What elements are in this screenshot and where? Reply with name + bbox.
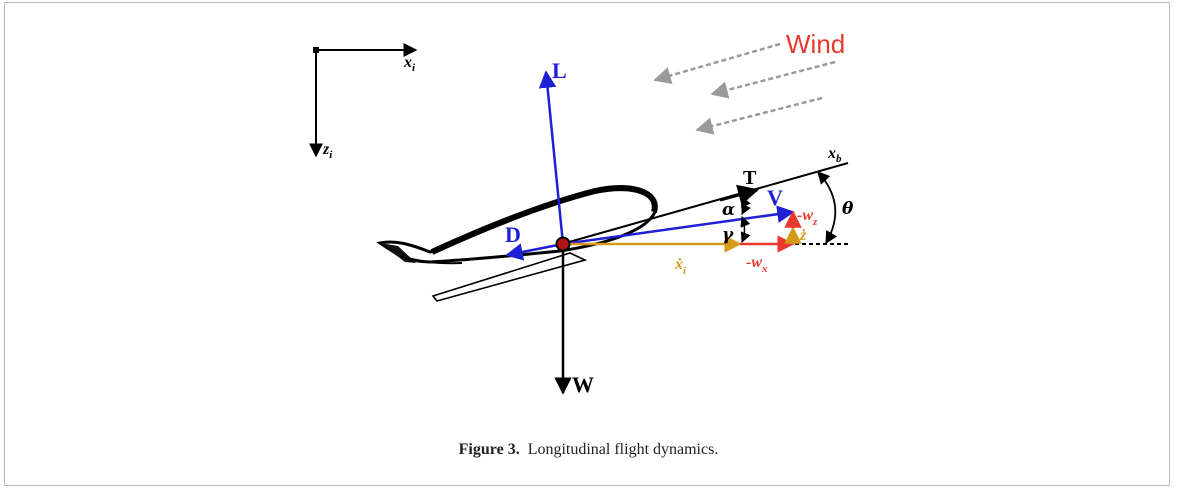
figure-frame [4,2,1170,486]
neg-wz-label: -wz [797,207,818,228]
lift-label: L [552,58,567,83]
alpha-label: α [722,200,735,220]
theta-arc [817,171,838,245]
flight-dynamics-diagram: xi zi Wind xb L D W T V [309,29,854,397]
neg-wx-sub: x [761,263,768,275]
aircraft-fin [399,255,463,265]
body-axis-xb [561,162,849,245]
neg-wx-main: -w [746,254,762,271]
angle-markers: α γ θ [722,171,854,245]
velocity-components: ẋi -wx ż -wz [563,207,818,277]
wind-label: Wind [786,29,845,59]
zi-main: z [322,141,330,158]
aircraft-wing [431,252,588,302]
figure-label: Figure 3. [458,441,520,458]
drag-label: D [505,222,521,247]
xdot-main: ẋ [674,256,683,273]
neg-wz-main: -w [797,207,813,224]
thrust-arrow [719,184,760,206]
xdot-label: ẋi [674,256,687,277]
neg-wx-label: -wx [746,254,768,275]
wind-arrow-3 [695,96,823,135]
alpha-arc [741,196,751,215]
figure-caption-text: Longitudinal flight dynamics. [527,441,719,458]
aircraft-silhouette [376,185,658,302]
wind-group: Wind [653,29,845,135]
xdot-sub: i [683,265,687,277]
figure-caption: Figure 3. Longitudinal flight dynamics. [0,441,1177,459]
xb-main: x [827,145,836,162]
xb-label: xb [827,145,842,165]
force-vectors: L D W T V [505,58,795,397]
drag-arrow [505,242,564,261]
lift-arrow [538,70,565,245]
xi-sub: i [412,62,416,74]
zi-sub: i [329,149,333,161]
thrust-label: T [743,167,757,189]
velocity-label: V [767,185,783,210]
gamma-label: γ [722,225,734,245]
gamma-arc [740,216,751,243]
inertial-axes: xi zi [309,43,418,161]
velocity-arrow [562,205,795,246]
neg-wz-sub: z [812,216,818,228]
xb-sub: b [836,153,842,165]
reference-lines: xb [561,145,850,245]
zdot-label: ż [799,227,807,244]
zi-axis-label: zi [322,141,333,161]
xi-main: x [403,54,412,71]
wind-arrow-1 [653,42,781,85]
xi-axis-label: xi [403,54,416,74]
cg-marker [555,236,571,252]
wind-arrow-2 [710,60,836,99]
theta-label: θ [842,199,854,219]
weight-label: W [572,372,594,397]
aircraft-fuselage-top [430,185,658,255]
center-of-gravity [555,236,571,252]
